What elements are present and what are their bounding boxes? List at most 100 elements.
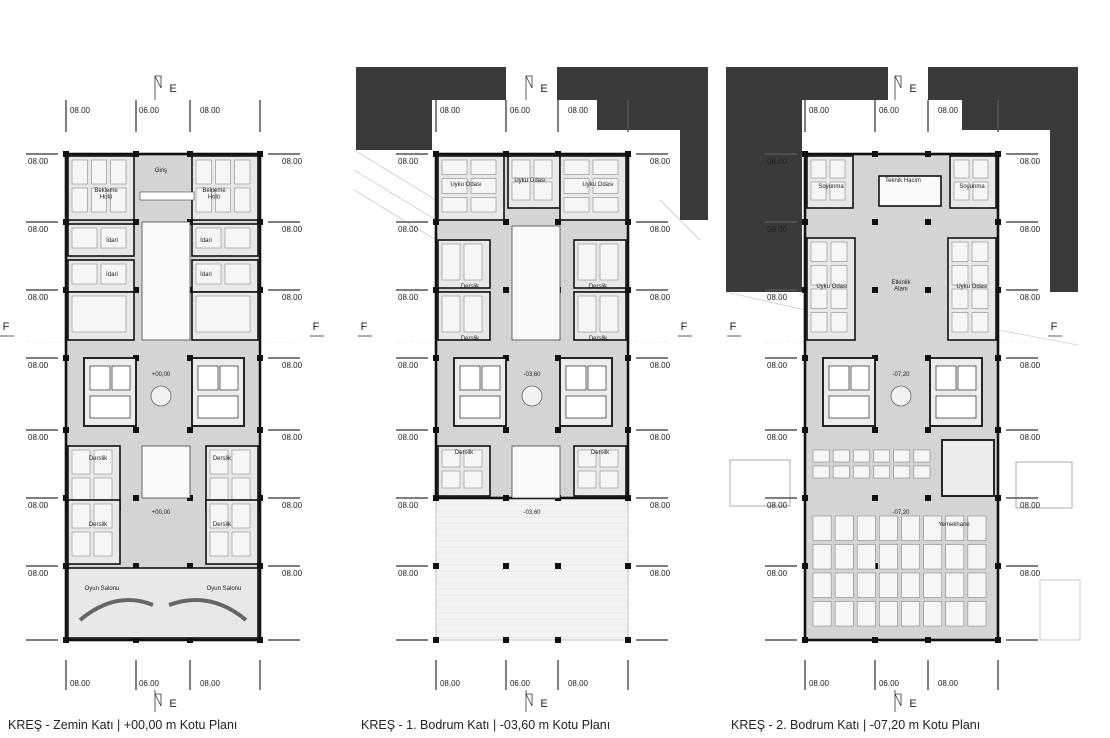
grid-dim-label: 08.00 bbox=[568, 106, 589, 115]
furniture bbox=[945, 601, 965, 627]
furniture bbox=[810, 288, 828, 309]
furniture bbox=[71, 477, 91, 503]
room-label-uyku: Uyku Odası bbox=[450, 182, 482, 188]
furniture bbox=[195, 187, 212, 213]
furniture bbox=[195, 263, 222, 285]
structural-column bbox=[925, 427, 931, 433]
grid-dim-label: 08.00 bbox=[282, 157, 303, 166]
furniture bbox=[71, 187, 88, 213]
grid-dim-label: 08.00 bbox=[809, 679, 830, 688]
furniture bbox=[923, 515, 942, 541]
furniture bbox=[463, 243, 483, 281]
furniture bbox=[913, 465, 931, 479]
section-marker-f: F bbox=[681, 321, 688, 333]
section-marker-arrow bbox=[154, 75, 162, 89]
grid-dim-label: 08.00 bbox=[440, 106, 461, 115]
grid-dim-label: 08.00 bbox=[1020, 361, 1041, 370]
furniture bbox=[234, 187, 251, 213]
furniture bbox=[91, 159, 107, 185]
furniture bbox=[71, 531, 91, 557]
wc-cubicle bbox=[197, 365, 219, 391]
context-outline bbox=[1015, 461, 1073, 509]
furniture bbox=[215, 187, 231, 213]
furniture bbox=[830, 288, 848, 309]
grid-dim-label: 08.00 bbox=[767, 157, 788, 166]
furniture bbox=[945, 515, 965, 541]
furniture bbox=[812, 465, 830, 479]
room-label-uyku: Uyku Odası bbox=[582, 182, 614, 188]
furniture bbox=[577, 470, 597, 489]
grid-dim-label: 08.00 bbox=[398, 433, 419, 442]
furniture bbox=[953, 181, 970, 201]
furniture bbox=[812, 515, 832, 541]
grid-dim-label: 08.00 bbox=[200, 679, 221, 688]
room-label-soyunma: Soyunma bbox=[959, 184, 985, 190]
furniture bbox=[951, 288, 969, 309]
furniture bbox=[830, 265, 848, 286]
grid-dim-label: 08.00 bbox=[398, 225, 419, 234]
grid-dim-label: 08.00 bbox=[282, 225, 303, 234]
light-well bbox=[511, 225, 561, 341]
furniture bbox=[971, 312, 989, 333]
level-label: -03,60 bbox=[523, 510, 541, 516]
structural-column bbox=[503, 219, 509, 225]
room-label-uyku: Uyku Odası bbox=[956, 284, 988, 290]
room-label-soyunma: Soyunma bbox=[818, 184, 844, 190]
furniture bbox=[470, 197, 497, 213]
grid-dim-label: 08.00 bbox=[767, 361, 788, 370]
furniture bbox=[71, 227, 98, 249]
structural-column bbox=[925, 355, 931, 361]
grid-dim-label: 08.00 bbox=[28, 433, 49, 442]
grid-dim-label: 08.00 bbox=[398, 501, 419, 510]
context-line bbox=[353, 169, 437, 221]
grid-dim-label: 08.00 bbox=[650, 361, 671, 370]
structural-column bbox=[503, 287, 509, 293]
technical-room bbox=[878, 175, 942, 207]
furniture bbox=[879, 601, 898, 627]
structural-column bbox=[925, 495, 931, 501]
grid-dim-label: 08.00 bbox=[767, 569, 788, 578]
playroom bbox=[67, 567, 259, 639]
furniture bbox=[110, 159, 127, 185]
structural-column bbox=[187, 355, 193, 361]
furniture bbox=[832, 465, 850, 479]
furniture bbox=[533, 159, 553, 179]
furniture bbox=[901, 544, 920, 570]
structural-column bbox=[555, 563, 561, 569]
furniture bbox=[441, 243, 461, 281]
stair-block bbox=[941, 439, 995, 497]
furniture bbox=[810, 181, 827, 201]
context-line bbox=[353, 149, 437, 201]
outer-wall bbox=[64, 152, 262, 642]
furniture bbox=[511, 159, 531, 179]
furniture bbox=[853, 465, 870, 479]
furniture bbox=[563, 197, 590, 213]
level-label: -07,20 bbox=[892, 372, 910, 378]
furniture bbox=[853, 449, 870, 463]
furniture bbox=[577, 295, 597, 333]
furniture bbox=[592, 178, 619, 194]
room-label-derslik: Derslik bbox=[461, 284, 480, 290]
section-marker-e: E bbox=[909, 83, 916, 95]
grid-dim-label: 08.00 bbox=[398, 569, 419, 578]
furniture bbox=[834, 515, 854, 541]
furniture bbox=[893, 465, 911, 479]
furniture bbox=[71, 263, 98, 285]
furniture bbox=[592, 197, 619, 213]
structural-column bbox=[872, 287, 878, 293]
furniture bbox=[71, 295, 127, 333]
light-well bbox=[511, 445, 561, 499]
furniture bbox=[953, 159, 970, 179]
structural-column bbox=[187, 427, 193, 433]
context-outline bbox=[729, 459, 791, 507]
furniture bbox=[470, 159, 497, 175]
furniture bbox=[830, 241, 848, 262]
grid-dim-label: 08.00 bbox=[28, 361, 49, 370]
furniture bbox=[577, 243, 597, 281]
adjacent-building-mass bbox=[557, 67, 708, 220]
section-marker-arrow bbox=[894, 693, 902, 707]
furniture bbox=[945, 544, 965, 570]
room-label-idari: İdari bbox=[200, 271, 212, 278]
